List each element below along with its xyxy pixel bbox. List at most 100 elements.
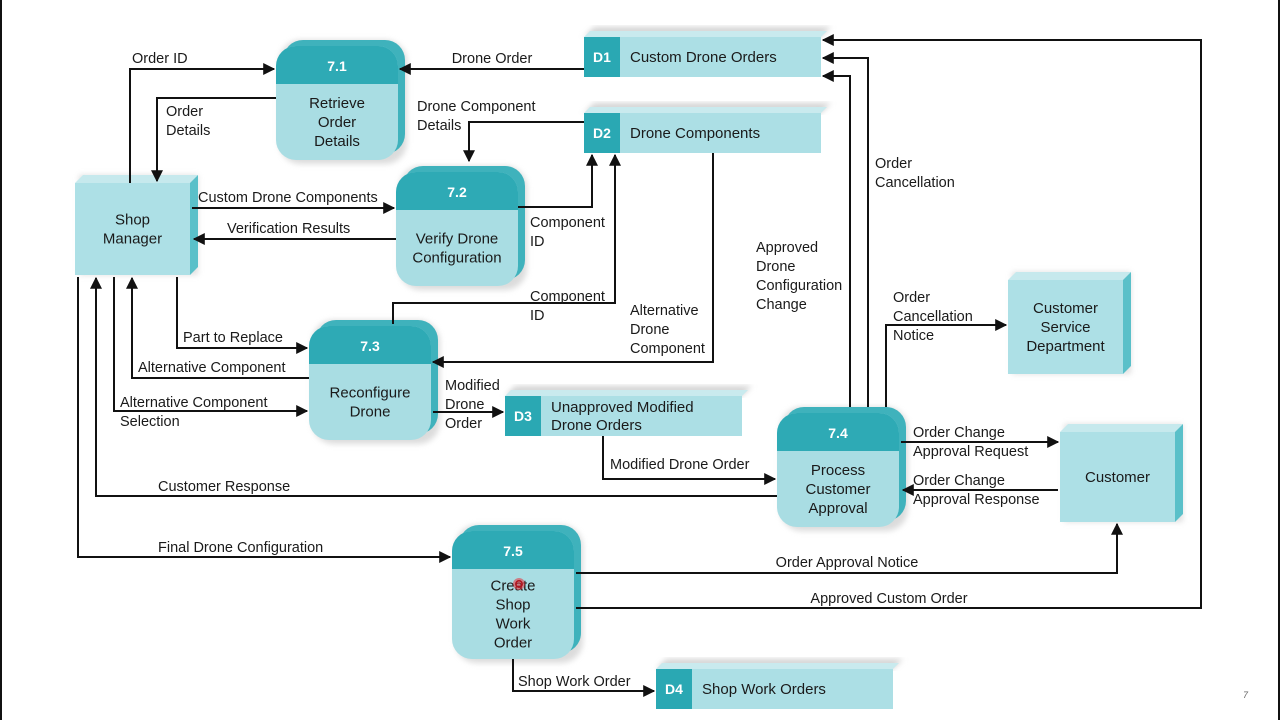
entity-label-line: Shop — [115, 212, 150, 229]
entity-label: Customer — [1085, 469, 1150, 486]
flow-arrow-final-drone-configuration — [77, 277, 452, 563]
flow-label-approved-drone-configuration-change-line: Configuration — [756, 278, 842, 294]
store-top — [656, 663, 899, 669]
flow-arrow-part-to-replace — [176, 277, 309, 354]
slide-border-right — [1278, 0, 1280, 720]
flow-label-customer-response: Customer Response — [158, 479, 290, 495]
process-label-line: Shop — [495, 597, 530, 614]
process-label-line: Customer — [805, 481, 870, 498]
flow-label-order-change-approval-response-line: Approval Response — [913, 492, 1040, 508]
flow-label-alternative-drone-component-line: Drone — [630, 322, 670, 338]
flow-arrow-order-details — [151, 97, 276, 183]
store-top — [505, 390, 748, 396]
flow-label-order-cancellation-line: Order — [875, 156, 912, 172]
flow-label-order-cancellation-line: Cancellation — [875, 175, 955, 191]
process-label-line: Approval — [808, 500, 867, 517]
flow-arrow-approved-drone-configuration-change — [821, 70, 851, 407]
store-body — [584, 113, 821, 153]
flow-label-order-details-line: Order — [166, 104, 203, 120]
flow-label-approved-drone-configuration-change-line: Approved — [756, 240, 818, 256]
entity-label-line: Customer — [1085, 469, 1150, 486]
flow-label-shop-work-order: Shop Work Order — [518, 674, 631, 690]
process-number: 7.2 — [447, 184, 467, 200]
store-body — [505, 396, 742, 436]
store-name: Drone Components — [630, 125, 760, 142]
flow-label-shop-work-order-line: Shop Work Order — [518, 674, 631, 690]
cursor-highlight — [513, 578, 525, 590]
store-name: Shop Work Orders — [702, 681, 826, 698]
store-name-line: Unapproved Modified — [551, 399, 694, 416]
flow-label-alternative-component-selection-line: Selection — [120, 414, 180, 430]
flow-label-order-approval-notice-line: Order Approval Notice — [776, 555, 919, 571]
flow-label-alternative-component-line: Alternative Component — [138, 360, 286, 376]
store-id-cell — [584, 37, 620, 77]
process-header — [309, 326, 431, 364]
flow-label-modified-drone-order-to-d3-line: Modified — [445, 378, 500, 394]
flow-arrow-alternative-drone-component — [431, 153, 714, 368]
entity-side-face — [1175, 424, 1183, 522]
entity-top-face — [75, 175, 198, 183]
flow-arrow-customer-response — [90, 276, 777, 497]
store-id-cell — [584, 113, 620, 153]
flow-label-modified-drone-order-to-74: Modified Drone Order — [610, 457, 750, 473]
flow-label-alternative-drone-component-line: Component — [630, 341, 705, 357]
entity-label-line: Manager — [103, 231, 162, 248]
flow-label-order-change-approval-request-line: Approval Request — [913, 444, 1028, 460]
flow-label-custom-drone-components-line: Custom Drone Components — [198, 190, 378, 206]
entity-side-face — [190, 175, 198, 275]
data-store-d4[interactable]: D4 Shop Work Orders — [656, 659, 903, 709]
flow-label-verification-results-line: Verification Results — [227, 221, 350, 237]
flow-label-part-to-replace: Part to Replace — [183, 330, 283, 346]
process-header — [396, 172, 518, 210]
store-body — [584, 37, 821, 77]
entity-top-face — [1060, 424, 1183, 432]
flow-label-order-change-approval-response-line: Order Change — [913, 473, 1005, 489]
data-store-d1[interactable]: D1 Custom Drone Orders — [584, 27, 831, 77]
process-label-line: Retrieve — [309, 95, 365, 112]
flow-label-order-id-line: Order ID — [132, 51, 188, 67]
process-label-line: Work — [496, 616, 531, 633]
process-label-line: Order — [318, 114, 356, 131]
process-label-line: Configuration — [412, 250, 501, 267]
flow-label-drone-component-details-line: Details — [417, 118, 461, 134]
entity-front-face — [1008, 280, 1123, 374]
flow-label-order-change-approval-request-line: Order Change — [913, 425, 1005, 441]
process-header — [777, 413, 899, 451]
flow-label-component-id-72-line: ID — [530, 234, 545, 250]
store-name: Custom Drone Orders — [630, 49, 777, 66]
flow-label-order-details-line: Details — [166, 123, 210, 139]
flow-label-component-id-73-line: ID — [530, 308, 545, 324]
flow-label-modified-drone-order-to-d3-line: Order — [445, 416, 482, 432]
store-id: D1 — [593, 49, 611, 65]
flow-label-order-cancellation-notice-line: Order — [893, 290, 930, 306]
flow-arrow-order-approval-notice — [576, 522, 1123, 574]
flow-label-alternative-component: Alternative Component — [138, 360, 286, 376]
flow-label-component-id-72-line: Component — [530, 215, 605, 231]
process-number: 7.5 — [503, 543, 523, 559]
external-entity-customer[interactable]: Customer — [1060, 424, 1183, 522]
flow-label-final-drone-configuration: Final Drone Configuration — [158, 540, 323, 556]
flow-arrow-order-cancellation-notice — [885, 319, 1008, 407]
process-header — [452, 531, 574, 569]
flow-label-order-approval-notice: Order Approval Notice — [776, 555, 919, 571]
flow-label-drone-component-details-line: Drone Component — [417, 99, 536, 115]
store-id: D4 — [665, 681, 683, 697]
